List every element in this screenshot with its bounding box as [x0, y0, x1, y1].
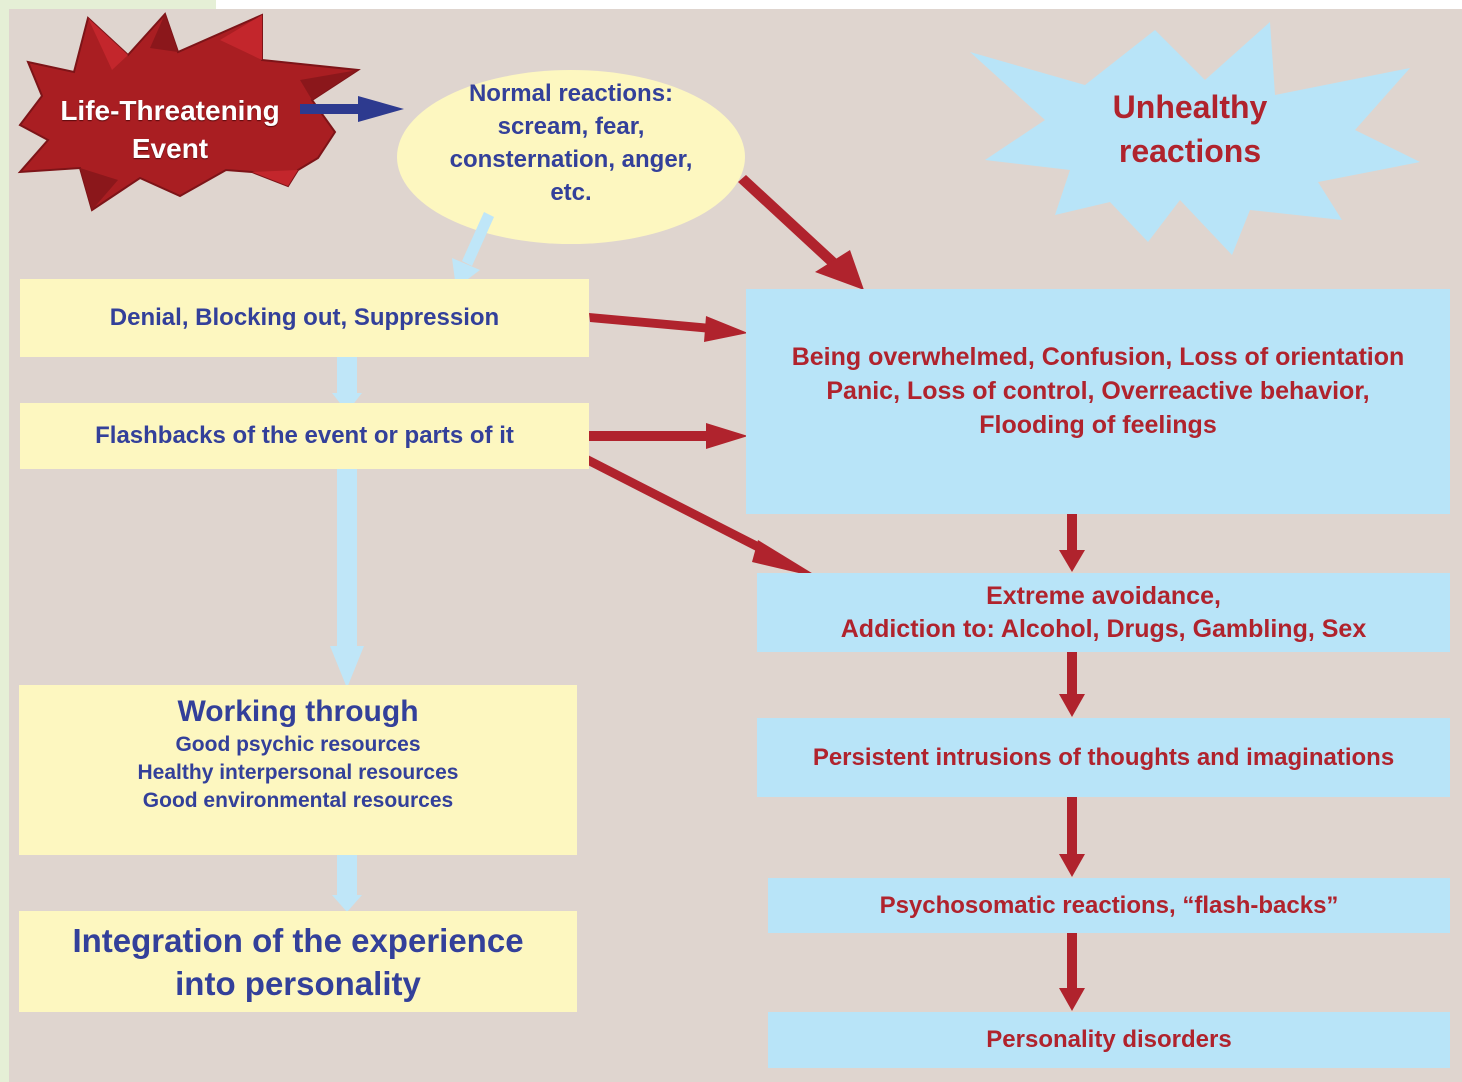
integration-box: Integration of the experience into perso…: [19, 911, 577, 1012]
personality-label: Personality disorders: [986, 1026, 1232, 1053]
arrow-normal-to-overwhelmed: [738, 175, 864, 290]
arrow-flashbacks-to-overwhelmed: [589, 423, 748, 449]
arrow-flashbacks-to-working: [330, 468, 364, 688]
unhealthy-line1: Unhealthy: [1112, 89, 1268, 125]
life-threatening-line1: Life-Threatening: [60, 95, 280, 126]
intrusions-label: Persistent intrusions of thoughts and im…: [812, 743, 1395, 771]
unhealthy-burst: [970, 22, 1420, 255]
top-strip: [216, 0, 1462, 9]
normal-reactions-text: Normal reactions: scream, fear, constern…: [405, 76, 737, 210]
life-threatening-label: Life-Threatening Event: [40, 90, 300, 170]
working-item: Healthy interpersonal resources: [137, 761, 459, 784]
avoidance-box: Extreme avoidance, Addiction to: Alcohol…: [757, 573, 1450, 652]
arrow-denial-to-flashbacks: [332, 357, 362, 412]
personality-box: Personality disorders: [768, 1012, 1450, 1068]
arrow-event-to-normal: [300, 96, 404, 122]
normal-reactions-line2: scream, fear,: [497, 113, 645, 140]
denial-label: Denial, Blocking out, Suppression: [109, 304, 500, 331]
working-through-box: Working through Good psychic resources H…: [19, 685, 577, 855]
integration-line2: into personality: [175, 964, 421, 1002]
unhealthy-reactions-text: Unhealthy reactions: [1080, 86, 1300, 172]
flashbacks-label: Flashbacks of the event or parts of it: [95, 422, 514, 449]
arrow-intrusions-to-psychosomatic: [1059, 797, 1085, 877]
working-item: Good environmental resources: [142, 789, 454, 812]
life-threatening-burst: [17, 12, 361, 212]
normal-reactions-ellipse: [397, 70, 745, 244]
integration-line1: Integration of the experience: [72, 921, 524, 959]
arrow-denial-to-overwhelmed: [589, 313, 748, 342]
arrow-overwhelmed-to-avoidance: [1059, 514, 1085, 572]
overwhelmed-line: Panic, Loss of control, Overreactive beh…: [826, 376, 1370, 405]
normal-reactions-line4: etc.: [550, 179, 592, 206]
normal-reactions-line1: Normal reactions:: [468, 80, 674, 107]
avoidance-line1: Extreme avoidance,: [986, 581, 1221, 610]
normal-reactions-line3: consternation, anger,: [449, 146, 693, 173]
unhealthy-line2: reactions: [1118, 133, 1262, 169]
working-item: Good psychic resources: [175, 733, 421, 756]
arrow-working-to-integration: [332, 855, 362, 912]
psychosomatic-box: Psychosomatic reactions, “flash-backs”: [768, 878, 1450, 933]
overwhelmed-line: Flooding of feelings: [979, 410, 1217, 439]
arrow-psychosomatic-to-personality: [1059, 933, 1085, 1011]
working-through-title: Working through: [177, 695, 419, 728]
flashbacks-box: Flashbacks of the event or parts of it: [20, 403, 589, 469]
life-threatening-line2: Event: [131, 133, 209, 164]
intrusions-box: Persistent intrusions of thoughts and im…: [757, 718, 1450, 797]
arrow-avoidance-to-intrusions: [1059, 652, 1085, 717]
avoidance-line2: Addiction to: Alcohol, Drugs, Gambling, …: [840, 614, 1367, 643]
denial-box: Denial, Blocking out, Suppression: [20, 279, 589, 357]
arrow-flashbacks-to-avoidance: [578, 452, 820, 578]
overwhelmed-box: Being overwhelmed, Confusion, Loss of or…: [746, 289, 1450, 514]
psychosomatic-label: Psychosomatic reactions, “flash-backs”: [879, 891, 1339, 919]
overwhelmed-line: Being overwhelmed, Confusion, Loss of or…: [791, 342, 1405, 371]
